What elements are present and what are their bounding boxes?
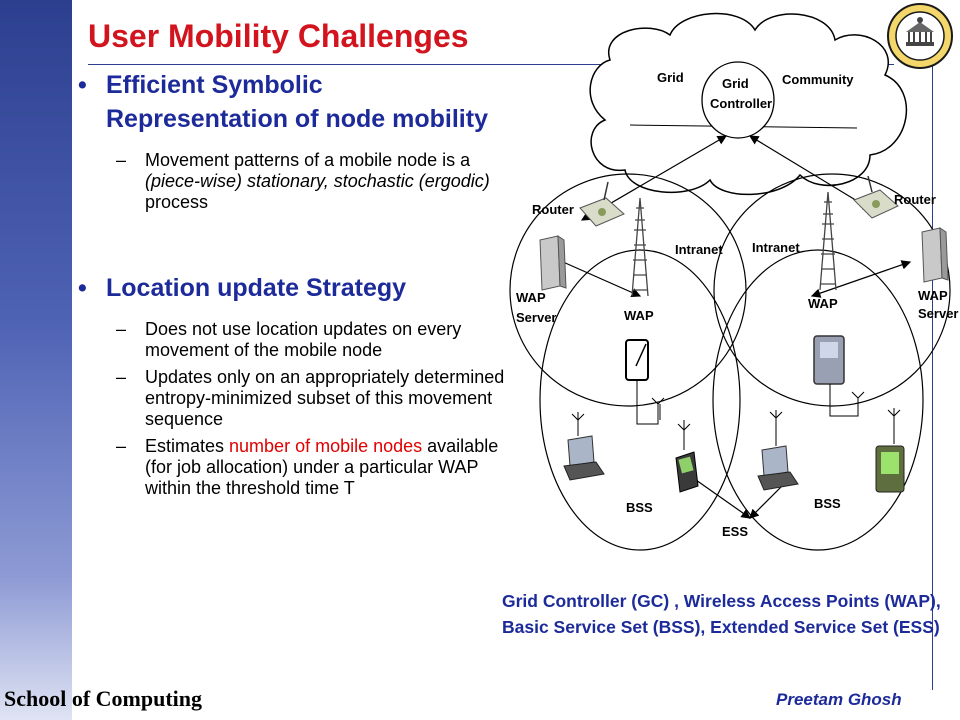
- bullet-list: • Efficient Symbolic Representation of n…: [78, 68, 508, 499]
- label-wap-server-left-1: WAP: [516, 290, 546, 305]
- bullet-mobility-text: Efficient Symbolic Representation of nod…: [106, 71, 488, 133]
- tower-right-icon: [819, 191, 837, 291]
- sub-bullet-estimates-text-1: Estimates: [145, 436, 230, 456]
- laptop-right-icon: [757, 410, 799, 491]
- university-seal-icon: [887, 3, 953, 69]
- sub-bullet-no-updates: –Does not use location updates on every …: [116, 319, 462, 360]
- label-bss-right: BSS: [814, 496, 841, 511]
- slide-title: User Mobility Challenges: [88, 18, 469, 54]
- sub-bullet-movement-text-2: process: [145, 192, 209, 212]
- pda-right-icon: [875, 408, 905, 493]
- label-intranet-right: Intranet: [752, 240, 800, 255]
- network-diagram: Grid Grid Controller Community Router Ro…: [509, 12, 958, 551]
- sub-bullet-entropy: –Updates only on an appropriately determ…: [116, 367, 505, 429]
- sub-bullet-movement: –Movement patterns of a mobile node is a…: [116, 150, 490, 212]
- label-wap-right: WAP: [808, 296, 838, 311]
- label-wap-server-right-1: WAP: [918, 288, 948, 303]
- footer-school: School of Computing: [4, 686, 203, 711]
- sub-bullet-no-updates-text: Does not use location updates on every m…: [145, 319, 462, 360]
- label-bss-left: BSS: [626, 500, 653, 515]
- label-wap-server-left-2: Server: [516, 310, 556, 325]
- sub-bullet-entropy-text: Updates only on an appropriately determi…: [145, 367, 505, 429]
- router-left-icon: [579, 181, 625, 227]
- label-intranet-left: Intranet: [675, 242, 723, 257]
- access-point-right-icon: [813, 335, 865, 417]
- bullet-dot: •: [78, 71, 87, 99]
- pda-left-icon: [675, 420, 699, 493]
- bullet-mobility: • Efficient Symbolic Representation of n…: [78, 68, 508, 136]
- bullet-location-update-text: Location update Strategy: [106, 274, 407, 302]
- title-divider: [88, 64, 894, 65]
- wap-server-right-icon: [921, 227, 949, 283]
- bullet-dot: •: [78, 274, 87, 302]
- bss-right-ellipse: [712, 249, 924, 551]
- label-ess: ESS: [722, 524, 748, 539]
- label-wap-left: WAP: [624, 308, 654, 323]
- tower-left-icon: [631, 197, 649, 297]
- label-wap-server-right-2: Server: [918, 306, 958, 321]
- diagram-caption: Grid Controller (GC) , Wireless Access P…: [502, 591, 941, 637]
- sidebar-strip: [0, 0, 72, 720]
- sub-bullet-estimates: –Estimates number of mobile nodes availa…: [116, 436, 499, 498]
- label-community: Community: [782, 72, 854, 87]
- label-grid: Grid: [657, 70, 684, 85]
- label-router-left: Router: [532, 202, 574, 217]
- grid-controller-oval: [701, 61, 775, 139]
- router-right-icon: [853, 175, 899, 219]
- label-grid-controller-1: Grid: [722, 76, 749, 91]
- laptop-left-icon: [563, 412, 605, 481]
- footer-author: Preetam Ghosh: [776, 690, 902, 709]
- bss-left-ellipse: [539, 249, 741, 551]
- wap-server-left-icon: [539, 235, 567, 291]
- sub-bullet-movement-emphasis: (piece-wise) stationary, stochastic (erg…: [145, 171, 490, 191]
- access-point-left-icon: [625, 339, 665, 425]
- label-router-right: Router: [894, 192, 936, 207]
- bullet-location-update: • Location update Strategy: [78, 271, 508, 305]
- sub-bullet-estimates-text-2: available (for job allocation) under a p…: [145, 436, 499, 498]
- right-divider: [932, 50, 933, 690]
- sub-bullet-movement-text-1: Movement patterns of a mobile node is a: [145, 150, 471, 170]
- sub-bullet-estimates-highlight: number of mobile nodes: [229, 436, 423, 456]
- label-grid-controller-2: Controller: [710, 96, 772, 111]
